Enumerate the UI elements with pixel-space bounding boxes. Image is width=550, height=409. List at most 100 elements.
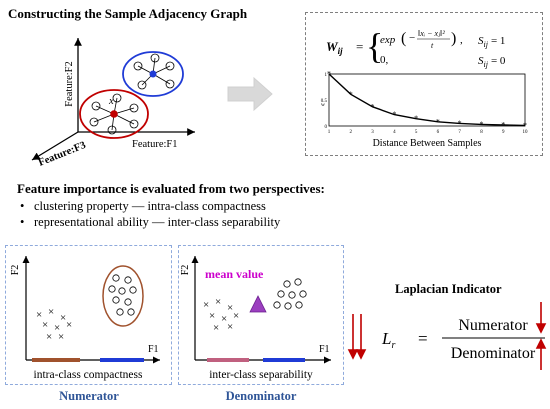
- o-class-points: [273, 278, 307, 310]
- formula-chart-box: [305, 12, 543, 156]
- svg-text:×: ×: [203, 299, 209, 311]
- decay-point: *: [458, 119, 462, 128]
- numerator-caption: intra-class compactness: [34, 369, 143, 381]
- mean-triangle-icon: [249, 295, 267, 313]
- compact-ellipse: [102, 265, 144, 327]
- f3-axis: [31, 131, 79, 161]
- svg-text:×: ×: [209, 310, 215, 322]
- laplacian-title: Laplacian Indicator: [395, 282, 502, 296]
- svg-text:×: ×: [66, 319, 72, 331]
- decay-y-tick: 1: [325, 73, 328, 78]
- right-arrow-icon: [227, 76, 273, 112]
- svg-text:(: (: [401, 30, 406, 47]
- decay-point: *: [327, 70, 331, 79]
- perspectives-heading: Feature importance is evaluated from two…: [17, 181, 325, 196]
- x-class-points: ××× ××× ××: [36, 306, 72, 343]
- svg-text:×: ×: [227, 302, 233, 314]
- decrease-arrows-icon: [347, 314, 367, 360]
- svg-text:Wij: Wij: [326, 39, 343, 56]
- numerator-label: Numerator: [59, 389, 119, 403]
- denominator-up-arrow-icon: [535, 338, 547, 370]
- svg-text:): ): [451, 30, 456, 47]
- decay-x-tick: 10: [523, 130, 529, 135]
- svg-text:×: ×: [42, 319, 48, 331]
- denominator-caption: inter-class separability: [209, 369, 313, 381]
- laplacian-numerator: Numerator: [458, 317, 528, 334]
- f3-axis-label: Feature:F3: [37, 140, 87, 169]
- svg-text:×: ×: [48, 306, 54, 318]
- numerator-panel: [5, 245, 172, 385]
- diagram-title: Constructing the Sample Adjacency Graph: [8, 6, 248, 21]
- denominator-plot: F2 F1 mean value ××× ××× ×× inter-class …: [181, 256, 331, 381]
- laplacian-symbol: Lr: [381, 329, 395, 351]
- red-cluster-ellipse: [79, 89, 149, 139]
- svg-text:×: ×: [54, 322, 60, 334]
- mean-value-label: mean value: [205, 267, 264, 281]
- decay-point: *: [523, 121, 527, 130]
- decay-x-tick: 1: [328, 130, 331, 135]
- decay-y-label: w: [321, 102, 325, 108]
- blue-center-point: [149, 70, 157, 78]
- decay-x-tick: 7: [458, 130, 461, 135]
- f1-axis-label: Feature:F1: [132, 139, 178, 150]
- decay-x-tick: 5: [415, 130, 418, 135]
- denominator-panel: [178, 245, 344, 385]
- f2-axis-label: Feature:F2: [64, 61, 75, 107]
- decay-x-tick: 4: [393, 130, 396, 135]
- decay-plot-frame: [328, 73, 526, 127]
- decay-series-line: [328, 73, 526, 127]
- decay-point: *: [501, 120, 505, 129]
- decay-x-tick: 8: [480, 130, 483, 135]
- decay-point: *: [436, 117, 440, 126]
- svg-text:0,: 0,: [380, 54, 389, 66]
- denominator-label: Denominator: [225, 389, 297, 403]
- svg-text:F1: F1: [319, 344, 330, 355]
- svg-text:F2: F2: [10, 265, 21, 276]
- svg-text:×: ×: [36, 309, 42, 321]
- decay-x-tick: 9: [502, 130, 505, 135]
- decay-x-label: Distance Between Samples: [373, 138, 482, 149]
- perspective-item-1: •clustering property — intra-class compa…: [20, 199, 266, 213]
- svg-text:×: ×: [227, 321, 233, 333]
- point-x-label: x: [108, 96, 114, 107]
- svg-text:,: ,: [460, 34, 463, 46]
- laplacian-formula: Lr = Numerator Denominator: [347, 302, 547, 370]
- svg-text:×: ×: [60, 312, 66, 324]
- decay-point: *: [414, 114, 418, 123]
- red-center-point: [110, 110, 118, 118]
- svg-text:×: ×: [46, 331, 52, 343]
- laplacian-denominator: Denominator: [451, 345, 536, 362]
- decay-y-tick: 0.5: [321, 99, 328, 104]
- svg-text:exp: exp: [380, 34, 396, 46]
- decay-x-tick: 2: [350, 130, 353, 135]
- x-class-points: ××× ××× ××: [203, 296, 239, 334]
- svg-text:‖xᵢ − xⱼ‖²: ‖xᵢ − xⱼ‖²: [418, 29, 445, 38]
- decay-y-tick: 0: [325, 125, 328, 130]
- svg-text:F2: F2: [181, 265, 191, 276]
- decay-point: *: [392, 110, 396, 119]
- svg-text:=: =: [418, 329, 428, 348]
- numerator-plot: F2 F1 ××× ××× ×× intra-class compactness: [10, 256, 160, 381]
- o-class-points: [108, 274, 137, 316]
- weight-formula: Wij = { exp ( − ‖xᵢ − xⱼ‖² t ) , 0, Sij=…: [326, 26, 506, 69]
- perspective-item-2: •representational ability — inter-class …: [20, 215, 281, 229]
- adjacency-graph-figure: Feature:F2 Feature:F1 Feature:F3 x: [31, 38, 195, 169]
- decay-x-tick: 3: [371, 130, 374, 135]
- blue-cluster-ellipse: [122, 51, 184, 97]
- svg-text:F1: F1: [148, 344, 159, 355]
- svg-text:t: t: [431, 41, 434, 50]
- svg-text:×: ×: [221, 313, 227, 325]
- decay-point: *: [479, 120, 483, 129]
- svg-text:−: −: [409, 32, 415, 44]
- svg-text:Sij= 0: Sij= 0: [478, 55, 506, 69]
- decay-x-tick: 6: [437, 130, 440, 135]
- svg-text:=: =: [356, 39, 363, 54]
- svg-text:×: ×: [58, 331, 64, 343]
- svg-text:×: ×: [215, 296, 221, 308]
- svg-text:{: {: [366, 26, 383, 66]
- numerator-down-arrow-icon: [535, 302, 547, 334]
- decay-point: *: [349, 90, 353, 99]
- svg-text:×: ×: [213, 322, 219, 334]
- svg-text:Sij= 1: Sij= 1: [478, 35, 505, 49]
